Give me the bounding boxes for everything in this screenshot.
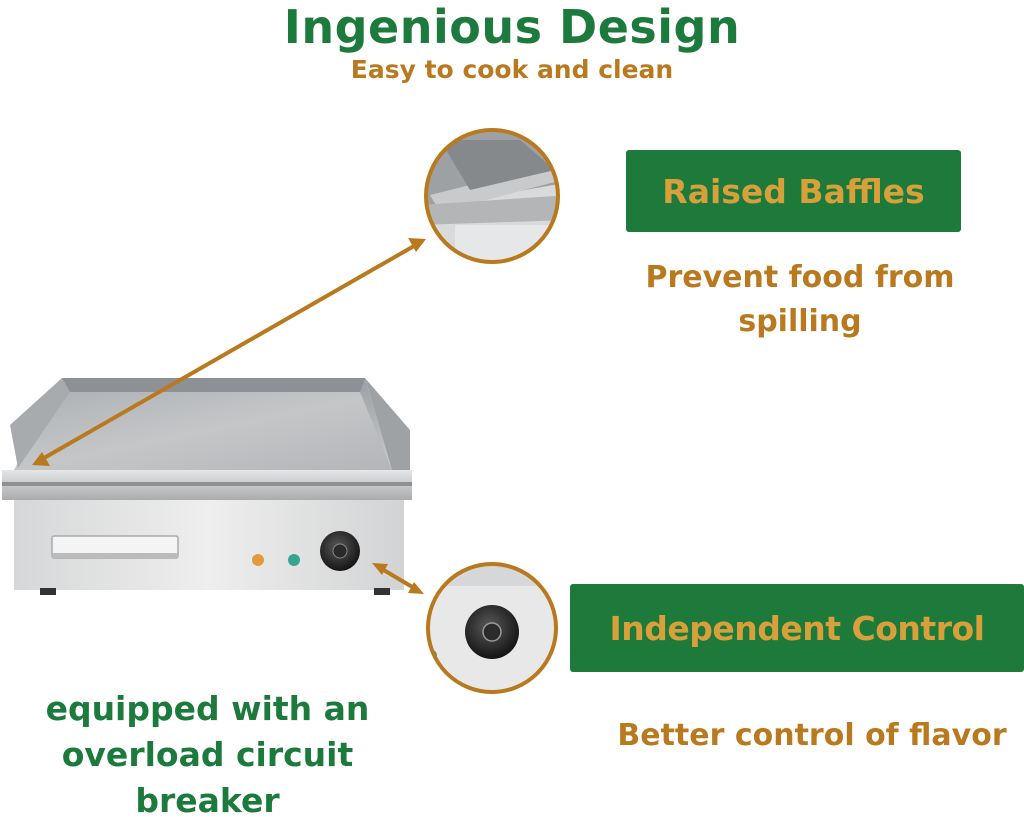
page-subtitle: Easy to cook and clean: [350, 55, 674, 84]
raised-baffles-description: Prevent food from spilling: [645, 260, 955, 339]
independent-control-description: Better control of flavor: [617, 718, 1007, 753]
page-title: Ingenious Design: [283, 0, 741, 54]
raised-baffles-label: Raised Baffles: [662, 171, 925, 211]
raised-baffles-banner: Raised Baffles: [626, 150, 961, 232]
independent-control-banner: Independent Control: [570, 584, 1024, 672]
baffle-zoom-circle: [424, 128, 560, 264]
baffle-arrow: [32, 238, 426, 466]
independent-control-label: Independent Control: [609, 608, 985, 648]
overload-breaker-note: equipped with an overload circuit breake…: [45, 689, 370, 820]
knob-zoom-circle: [426, 562, 558, 694]
griddle: [2, 378, 412, 595]
knob-arrow: [372, 563, 424, 594]
